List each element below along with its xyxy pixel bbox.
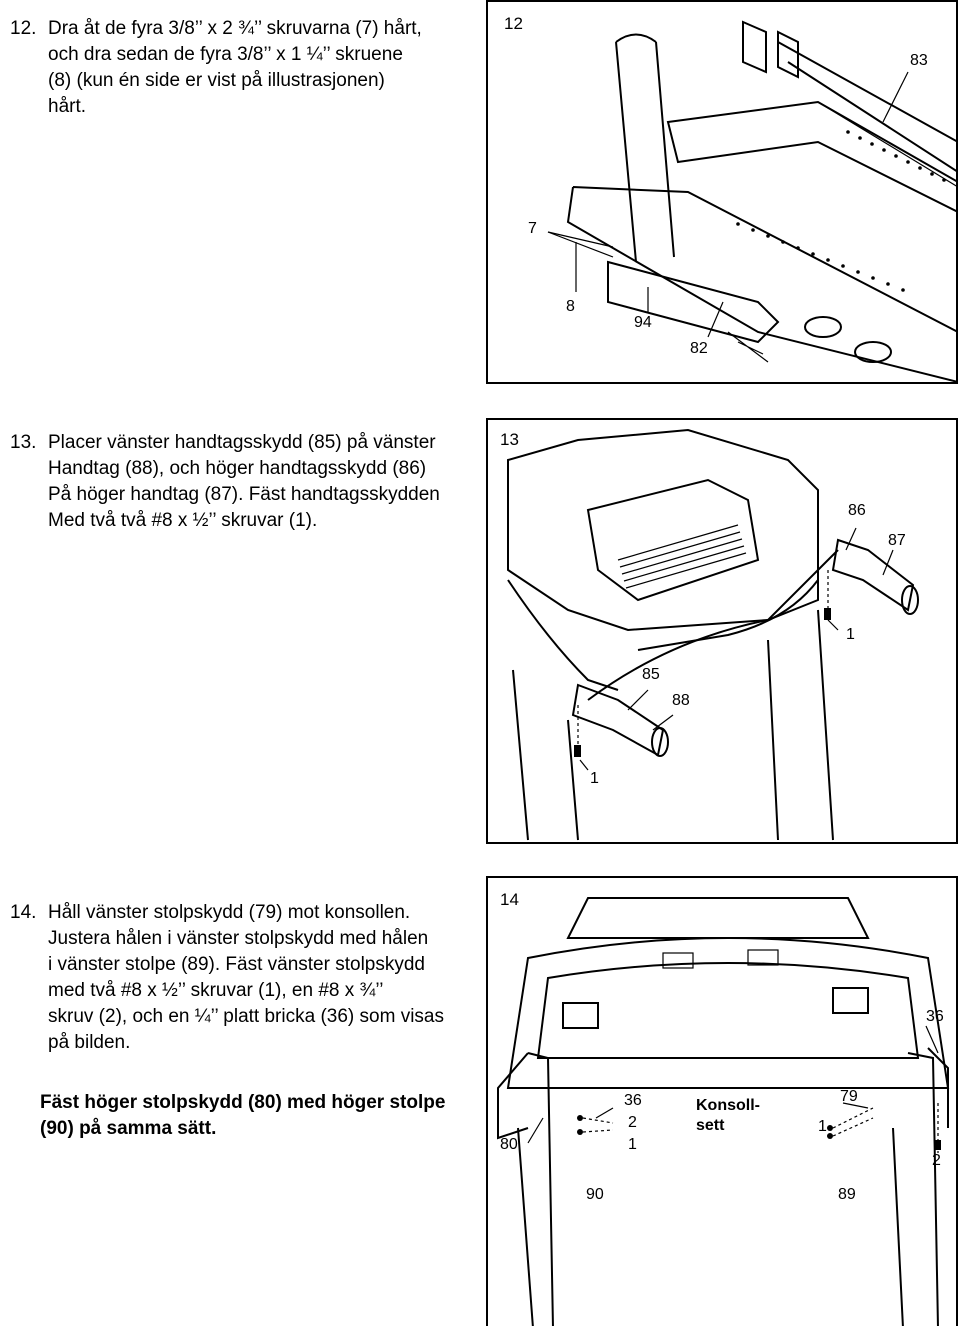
- figure-12: 12 83 7 8 94 82: [486, 0, 958, 384]
- callout-85: 85: [642, 666, 660, 683]
- callout-90: 90: [586, 1186, 604, 1203]
- callout-80: 80: [500, 1136, 518, 1153]
- callout-1: 1: [590, 770, 599, 787]
- step-14-text: 14. Håll vänster stolpskydd (79) mot kon…: [10, 900, 480, 1060]
- step-instructions: Håll vänster stolpskydd (79) mot konsoll…: [48, 902, 444, 1053]
- figure-13: 13 86 87 1 85 88 1: [486, 418, 958, 844]
- figure-12-drawing: [547, 20, 956, 382]
- callout-2: 2: [628, 1114, 637, 1131]
- callout-86: 86: [848, 502, 866, 519]
- step-number: 14.: [10, 902, 37, 923]
- figure-number: 13: [500, 430, 519, 449]
- callout-konsoll-sett: Konsoll- sett: [696, 1097, 760, 1134]
- step-instructions: Placer vänster handtagsskydd (85) på vän…: [48, 432, 440, 531]
- figure-number: 12: [504, 14, 523, 33]
- callout-1: 1: [818, 1118, 827, 1135]
- callout-94: 94: [634, 314, 652, 331]
- callout-87: 87: [888, 532, 906, 549]
- figure-14: 14 36 80 36 2 1 Konsoll- sett 79 1 2 90 …: [486, 876, 958, 1326]
- figure-14-drawing: [497, 897, 950, 1326]
- callout-83: 83: [910, 52, 928, 69]
- callout-79: 79: [840, 1088, 858, 1105]
- callout-36: 36: [926, 1008, 944, 1025]
- step-number: 13.: [10, 432, 37, 453]
- callout-82: 82: [690, 340, 708, 357]
- figure-number: 14: [500, 890, 519, 909]
- callout-2: 2: [932, 1152, 941, 1169]
- step-12-text: 12. Dra åt de fyra 3/8’’ x 2 ¾’’ skruvar…: [10, 16, 480, 126]
- figure-13-drawing: [507, 428, 919, 841]
- step-13-text: 13. Placer vänster handtagsskydd (85) på…: [10, 430, 480, 540]
- step-instructions: Dra åt de fyra 3/8’’ x 2 ¾’’ skruvarna (…: [48, 18, 422, 117]
- callout-88: 88: [672, 692, 690, 709]
- callout-1: 1: [846, 626, 855, 643]
- fan-grill: [617, 524, 747, 589]
- callout-36: 36: [624, 1092, 642, 1109]
- callout-1: 1: [628, 1136, 637, 1153]
- step-number: 12.: [10, 18, 37, 39]
- callout-89: 89: [838, 1186, 856, 1203]
- callout-7: 7: [528, 220, 537, 237]
- assembly-note: Fäst höger stolpskydd (80) med höger sto…: [40, 1092, 446, 1139]
- callout-8: 8: [566, 298, 575, 315]
